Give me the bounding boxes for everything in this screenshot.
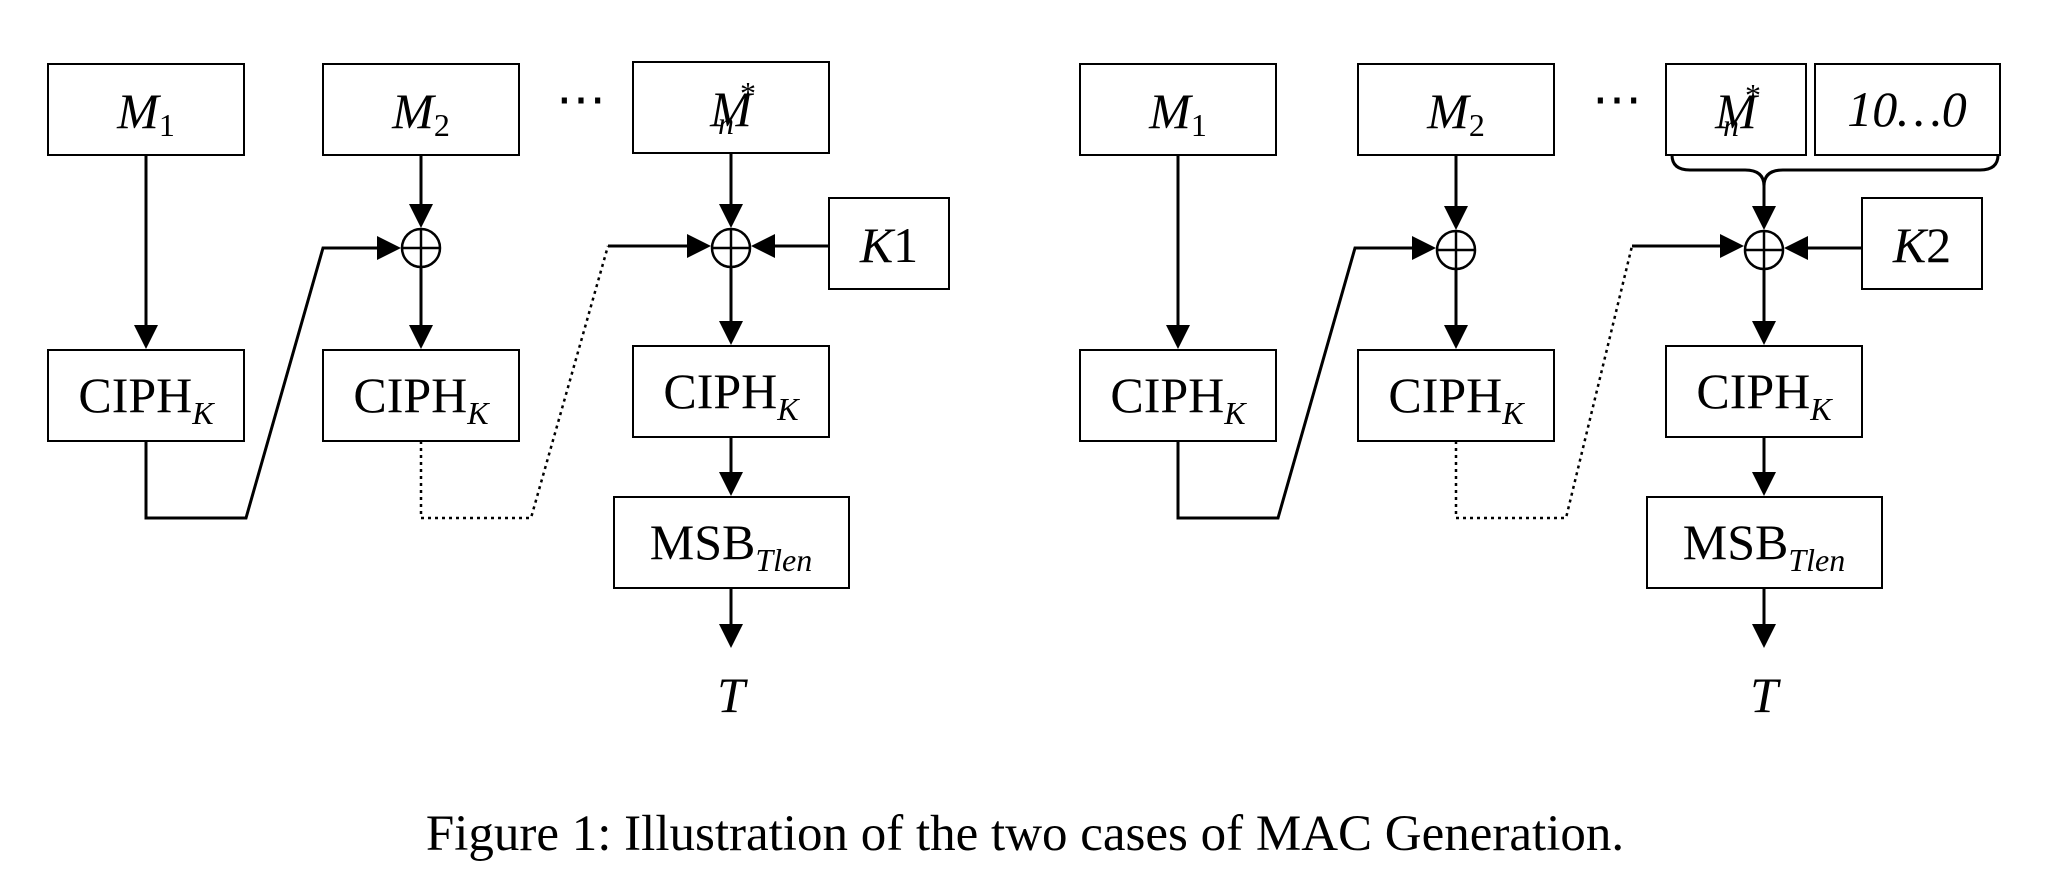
svg-text:n: n xyxy=(718,105,734,141)
case-1-cipher-2: CIPHK xyxy=(322,349,520,442)
case-1-xor-final xyxy=(710,227,752,269)
svg-text:M2: M2 xyxy=(391,83,450,143)
svg-text:MSBTlen: MSBTlen xyxy=(1683,514,1846,578)
svg-text:*: * xyxy=(740,75,756,111)
svg-text:M: M xyxy=(709,81,754,137)
case-1-block-mn: M n * xyxy=(632,61,830,154)
case-2-xor-final xyxy=(1743,229,1785,271)
case-1-ellipsis: ⋯ xyxy=(556,71,606,127)
case-1-cipher-final: CIPHK xyxy=(632,345,830,438)
case-2-cipher-final: CIPHK xyxy=(1665,345,1863,438)
svg-text:M1: M1 xyxy=(116,83,175,143)
case-2-padding-block: 10…0 xyxy=(1814,63,2001,156)
case-2-block-m1: M1 xyxy=(1079,63,1277,156)
case-2-ellipsis: ⋯ xyxy=(1592,71,1642,127)
case-2-cipher-2: CIPHK xyxy=(1357,349,1555,442)
svg-text:CIPHK: CIPHK xyxy=(78,367,215,431)
case-2-msb: MSBTlen xyxy=(1646,496,1883,589)
svg-text:CIPHK: CIPHK xyxy=(1388,367,1525,431)
case-2-cipher-1: CIPHK xyxy=(1079,349,1277,442)
svg-text:n: n xyxy=(1723,107,1739,143)
case-2: M1 M2 ⋯ M n * 10…0 xyxy=(1079,63,2001,723)
case-2-xor-1 xyxy=(1435,229,1477,271)
case-1-chain-cipher-1-to-xor xyxy=(144,236,401,520)
svg-text:K2: K2 xyxy=(1892,217,1951,273)
svg-text:CIPHK: CIPHK xyxy=(663,363,800,427)
case-2-output-t: T xyxy=(1750,667,1781,723)
case-2-key-k2: K2 xyxy=(1861,197,1983,290)
case-1-msb: MSBTlen xyxy=(613,496,850,589)
case-1-key-k1: K1 xyxy=(828,197,950,290)
case-1-cipher-1: CIPHK xyxy=(47,349,245,442)
svg-text:M1: M1 xyxy=(1148,83,1207,143)
case-1-output-t: T xyxy=(717,667,748,723)
case-2-brace xyxy=(1670,154,2000,187)
svg-text:MSBTlen: MSBTlen xyxy=(650,514,813,578)
svg-text:M2: M2 xyxy=(1426,83,1485,143)
figure-caption: Figure 1: Illustration of the two cases … xyxy=(426,806,1624,862)
svg-text:M: M xyxy=(1714,83,1759,139)
svg-text:CIPHK: CIPHK xyxy=(353,367,490,431)
case-1-block-m2: M2 xyxy=(322,63,520,156)
case-2-block-m2: M2 xyxy=(1357,63,1555,156)
case-1-xor-1 xyxy=(400,227,442,269)
svg-text:K1: K1 xyxy=(859,217,918,273)
svg-text:10…0: 10…0 xyxy=(1847,81,1966,137)
svg-text:CIPHK: CIPHK xyxy=(1696,363,1833,427)
svg-text:*: * xyxy=(1745,77,1761,113)
case-1: M1 M2 ⋯ M n * xyxy=(47,61,950,723)
case-2-block-mn: M n * xyxy=(1665,63,1807,156)
svg-text:CIPHK: CIPHK xyxy=(1110,367,1247,431)
case-1-block-m1: M1 xyxy=(47,63,245,156)
case-2-chain-cipher-1-to-xor xyxy=(1176,236,1436,520)
